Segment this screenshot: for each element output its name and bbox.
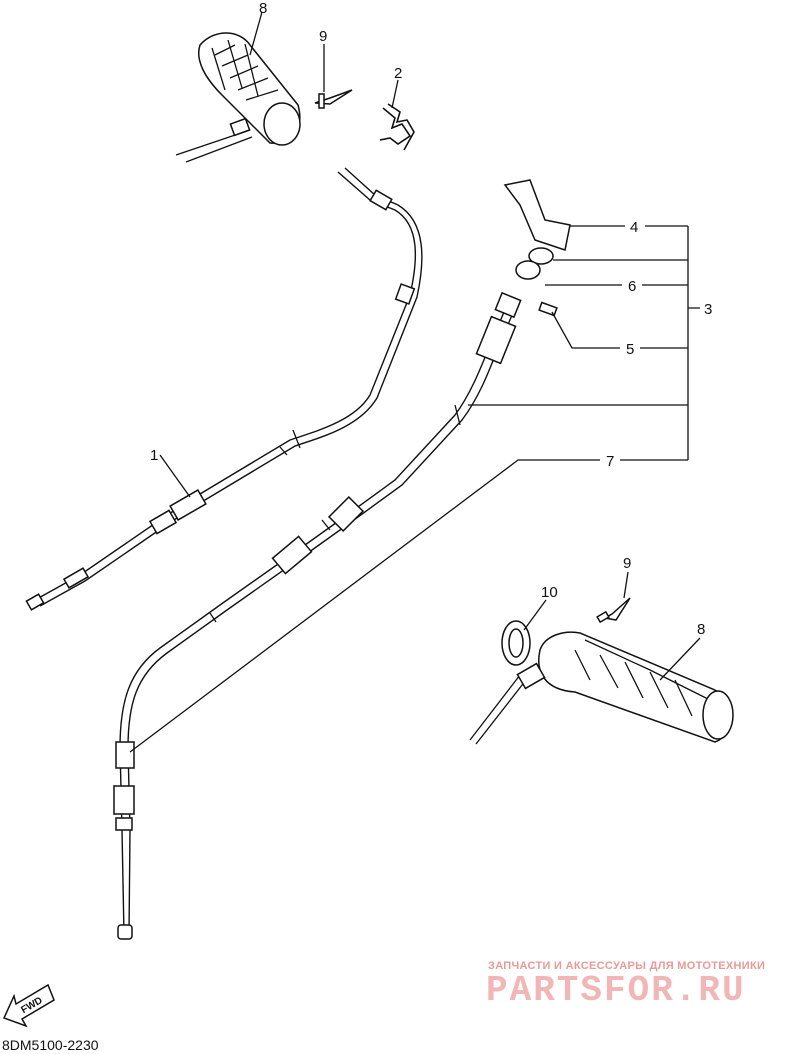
watermark-tagline: ЗАПЧАСТИ И АКСЕССУАРЫ ДЛЯ МОТОТЕХНИКИ xyxy=(488,960,766,972)
callout-10: 10 xyxy=(541,584,558,601)
callout-numbers: 8 9 2 4 6 3 5 1 7 9 10 8 xyxy=(150,0,712,638)
throttle-cable xyxy=(25,167,423,611)
callout-6: 6 xyxy=(628,278,636,295)
callout-9-bottom: 9 xyxy=(623,555,631,572)
top-screw xyxy=(314,44,353,109)
clip-part xyxy=(379,79,415,151)
callout-4: 4 xyxy=(630,219,638,236)
bottom-grip xyxy=(469,620,734,745)
leader-lines xyxy=(129,11,701,753)
drawing-code: 8DM5100-2230 xyxy=(2,1037,99,1053)
callout-8-bottom: 8 xyxy=(697,621,705,638)
callout-2: 2 xyxy=(394,65,402,82)
callout-9-top: 9 xyxy=(319,28,327,45)
callout-8-top: 8 xyxy=(259,0,267,17)
throttle-parts xyxy=(503,179,571,317)
callout-3: 3 xyxy=(704,301,712,318)
fwd-arrow-icon: FWD xyxy=(2,983,55,1028)
watermark-logo: PARTSFOR.RU xyxy=(486,970,746,1011)
top-grip xyxy=(175,32,301,163)
bottom-screw xyxy=(596,571,631,624)
callout-5: 5 xyxy=(626,341,634,358)
callout-1: 1 xyxy=(150,447,158,464)
cable-assembly xyxy=(113,291,522,940)
callout-7: 7 xyxy=(606,453,614,470)
